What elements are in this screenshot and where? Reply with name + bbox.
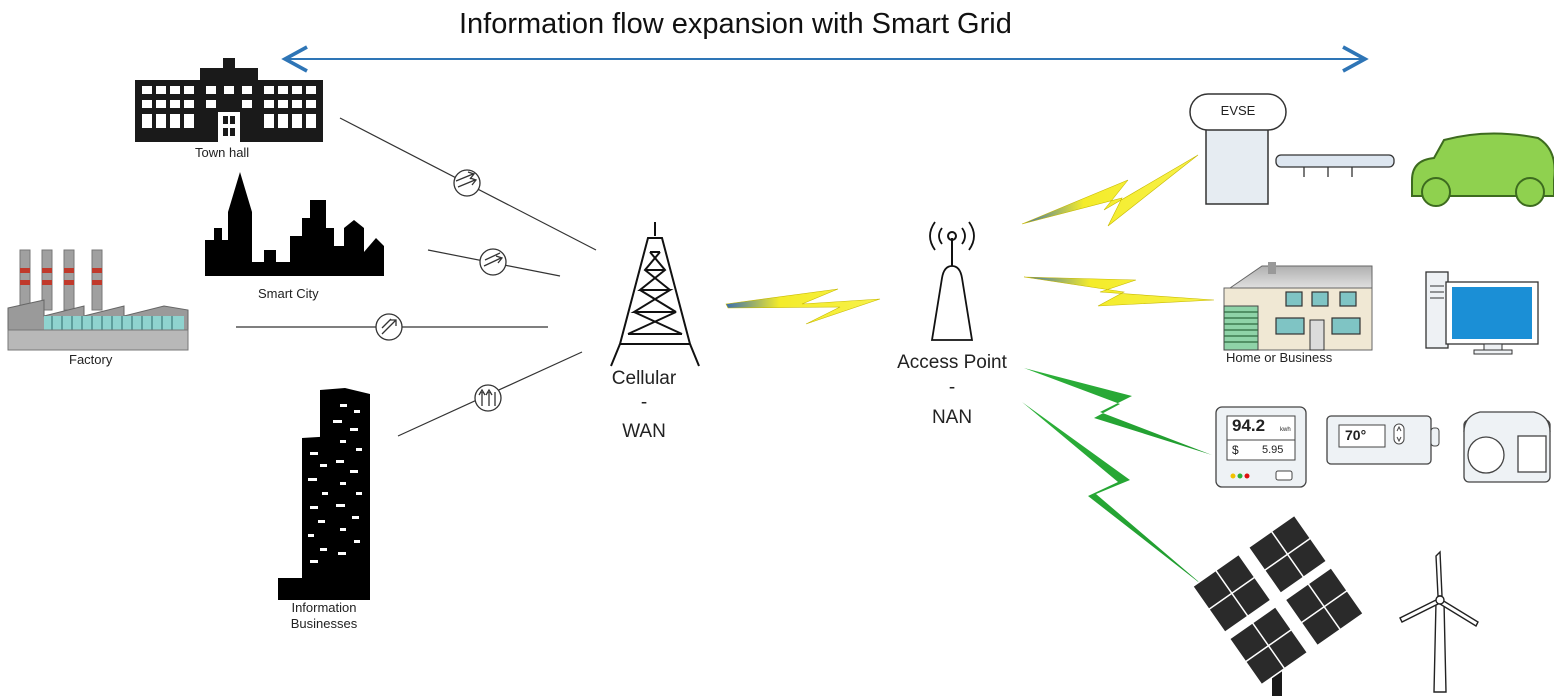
factory-icon: [7, 249, 189, 351]
information-label: Information: [291, 600, 357, 615]
meter-cost: 5.95: [1262, 444, 1284, 456]
access-point-label: Access Point: [897, 352, 1007, 373]
diagram-title: Information flow expansion with Smart Gr…: [459, 8, 1012, 40]
access-point-icon: [929, 221, 975, 341]
bolt-nan-renewables: [1022, 402, 1206, 588]
wan-label: WAN: [622, 421, 666, 442]
computer-icon: [1425, 271, 1539, 355]
factory-label: Factory: [69, 352, 113, 367]
smart-city-icon: [205, 172, 384, 276]
bolt-nan-meters: [1024, 368, 1212, 455]
charging-cable-icon: [1275, 154, 1395, 177]
meter-icon: [474, 384, 502, 412]
access-point-dash: -: [948, 377, 956, 398]
meter-reading: 94.2: [1232, 416, 1266, 435]
cellular-dash: -: [640, 392, 648, 413]
solar-panel-icon: [1191, 514, 1365, 696]
cellular-label: Cellular: [611, 368, 677, 389]
thermostat-icon: [1326, 415, 1440, 465]
thermostat-temp: 70°: [1345, 427, 1367, 443]
smart-meter-icon: [1215, 406, 1307, 488]
electric-car-icon: [1411, 132, 1554, 207]
town-hall-icon: [135, 58, 323, 142]
bolt-nan-evse: [1021, 154, 1199, 227]
nan-label: NAN: [931, 407, 973, 428]
town-hall-label: Town hall: [195, 145, 250, 160]
meter-currency: $: [1232, 443, 1239, 457]
bolt-wan-nan: [725, 288, 881, 325]
cell-tower-icon: [610, 222, 700, 367]
wind-turbine-icon: [1399, 550, 1479, 693]
wireless-link-bolts: [725, 154, 1215, 588]
meter-unit: kwh: [1280, 427, 1291, 433]
smart-city-label: Smart City: [258, 286, 319, 301]
evse-label: EVSE: [1220, 103, 1256, 118]
meter-symbols: [375, 169, 507, 412]
evse-icon: [1189, 93, 1287, 205]
information-businesses-icon: [278, 388, 370, 600]
bolt-nan-home: [1023, 276, 1215, 307]
home-business-label: Home or Business: [1226, 350, 1333, 365]
businesses-label: Businesses: [290, 616, 358, 631]
house-icon: [1223, 262, 1373, 351]
wired-connections: [236, 117, 597, 437]
washer-dryer-icon: [1463, 411, 1551, 483]
